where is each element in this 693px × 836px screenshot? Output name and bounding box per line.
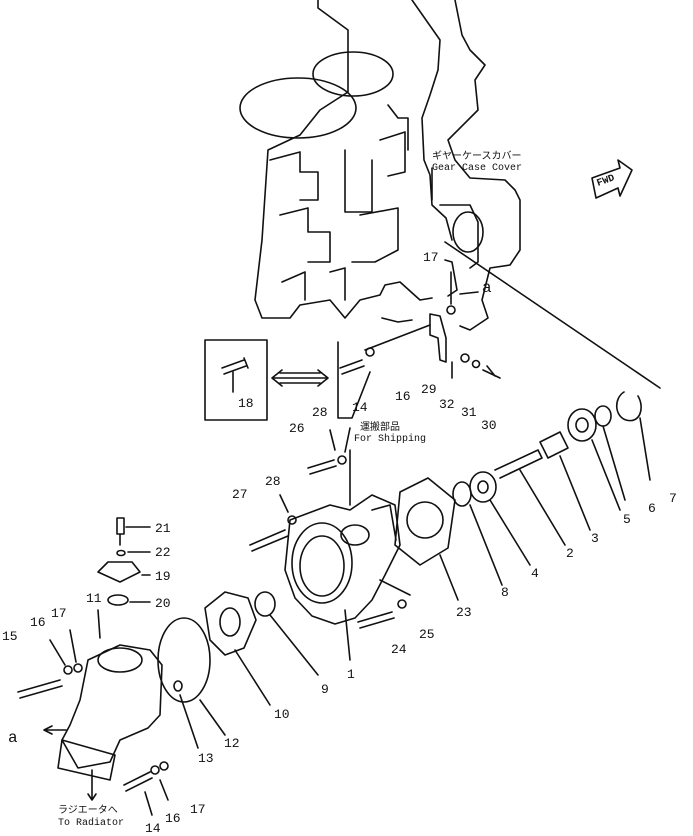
callout-28-top: 28 bbox=[312, 405, 328, 420]
callout-16-top: 16 bbox=[395, 389, 411, 404]
seal-6 bbox=[594, 405, 612, 427]
bolt-14-bottom bbox=[123, 771, 153, 792]
callout-15: 15 bbox=[2, 629, 18, 644]
ref-a-left-arrow bbox=[43, 725, 67, 735]
shipping-en: For Shipping bbox=[354, 434, 427, 445]
callout-21: 21 bbox=[155, 521, 171, 536]
snap-ring-7 bbox=[615, 391, 642, 422]
callout-7: 7 bbox=[669, 491, 677, 506]
seal-9 bbox=[254, 591, 276, 617]
sleeve-3 bbox=[539, 431, 569, 459]
impeller-10 bbox=[204, 591, 257, 656]
callout-1: 1 bbox=[347, 667, 355, 682]
callout-30: 30 bbox=[481, 418, 497, 433]
callout-2: 2 bbox=[566, 546, 574, 561]
callout-4: 4 bbox=[531, 566, 539, 581]
callout-19: 19 bbox=[155, 569, 171, 584]
bolt-26 bbox=[307, 459, 337, 475]
callout-17-bottom: 17 bbox=[190, 802, 206, 817]
pump-housing-1 bbox=[284, 449, 401, 625]
callout-18: 18 bbox=[238, 396, 254, 411]
callout-25: 25 bbox=[419, 627, 435, 642]
bolt-15 bbox=[17, 679, 63, 699]
ref-a-left: a bbox=[8, 729, 18, 747]
callout-29: 29 bbox=[421, 382, 437, 397]
callout-10: 10 bbox=[274, 707, 290, 722]
callout-16-bottom: 16 bbox=[165, 811, 181, 826]
bearing-4 bbox=[469, 471, 497, 503]
callout-22: 22 bbox=[155, 545, 171, 560]
callout-5: 5 bbox=[623, 512, 631, 527]
cap-19 bbox=[97, 561, 141, 583]
callout-16-left: 16 bbox=[30, 615, 46, 630]
fwd-arrow bbox=[591, 159, 633, 199]
callout-24: 24 bbox=[391, 642, 407, 657]
gear-case-cover-jp: ギヤーケースカバー bbox=[432, 152, 522, 163]
callout-17-top: 17 bbox=[423, 250, 439, 265]
callout-17-left: 17 bbox=[51, 606, 67, 621]
shaft-2 bbox=[494, 449, 543, 479]
bolt-24 bbox=[357, 611, 395, 629]
bolt-27 bbox=[249, 529, 289, 552]
shaft-leader bbox=[444, 241, 661, 389]
ref-a-top-arrow bbox=[459, 291, 479, 295]
radiator-jp: ラジエータへ bbox=[58, 806, 118, 817]
bolt-18-box bbox=[204, 339, 268, 421]
shipping-jp: 運搬部品 bbox=[360, 423, 400, 434]
callout-14-top: 14 bbox=[352, 400, 368, 415]
bracket-29 bbox=[429, 313, 447, 363]
callout-23: 23 bbox=[456, 605, 472, 620]
callout-11: 11 bbox=[86, 591, 102, 606]
gasket-23 bbox=[394, 477, 456, 566]
o-ring-12 bbox=[157, 617, 211, 703]
callout-28-mid: 28 bbox=[265, 474, 281, 489]
callout-20: 20 bbox=[155, 596, 171, 611]
engine-block bbox=[239, 0, 521, 331]
callout-13: 13 bbox=[198, 751, 214, 766]
callout-31: 31 bbox=[461, 405, 477, 420]
callout-27: 27 bbox=[232, 487, 248, 502]
shipping-bracket bbox=[337, 341, 371, 419]
callout-26: 26 bbox=[289, 421, 305, 436]
callout-14-bottom: 14 bbox=[145, 821, 161, 836]
bolt-21 bbox=[116, 517, 125, 546]
ref-a-top: a bbox=[482, 279, 492, 297]
callout-32: 32 bbox=[439, 397, 455, 412]
gear-case-cover-en: Gear Case Cover bbox=[432, 163, 523, 174]
callout-6: 6 bbox=[648, 501, 656, 516]
callout-9: 9 bbox=[321, 682, 329, 697]
elbow-11 bbox=[57, 644, 163, 781]
radiator-en: To Radiator bbox=[58, 818, 125, 829]
swap-arrow bbox=[271, 369, 329, 387]
callout-3: 3 bbox=[591, 531, 599, 546]
radiator-arrow bbox=[87, 769, 97, 801]
callout-8: 8 bbox=[501, 585, 509, 600]
seal-8 bbox=[452, 481, 472, 507]
washer-17-top bbox=[446, 305, 456, 315]
callout-12: 12 bbox=[224, 736, 240, 751]
bearing-5 bbox=[567, 408, 597, 442]
